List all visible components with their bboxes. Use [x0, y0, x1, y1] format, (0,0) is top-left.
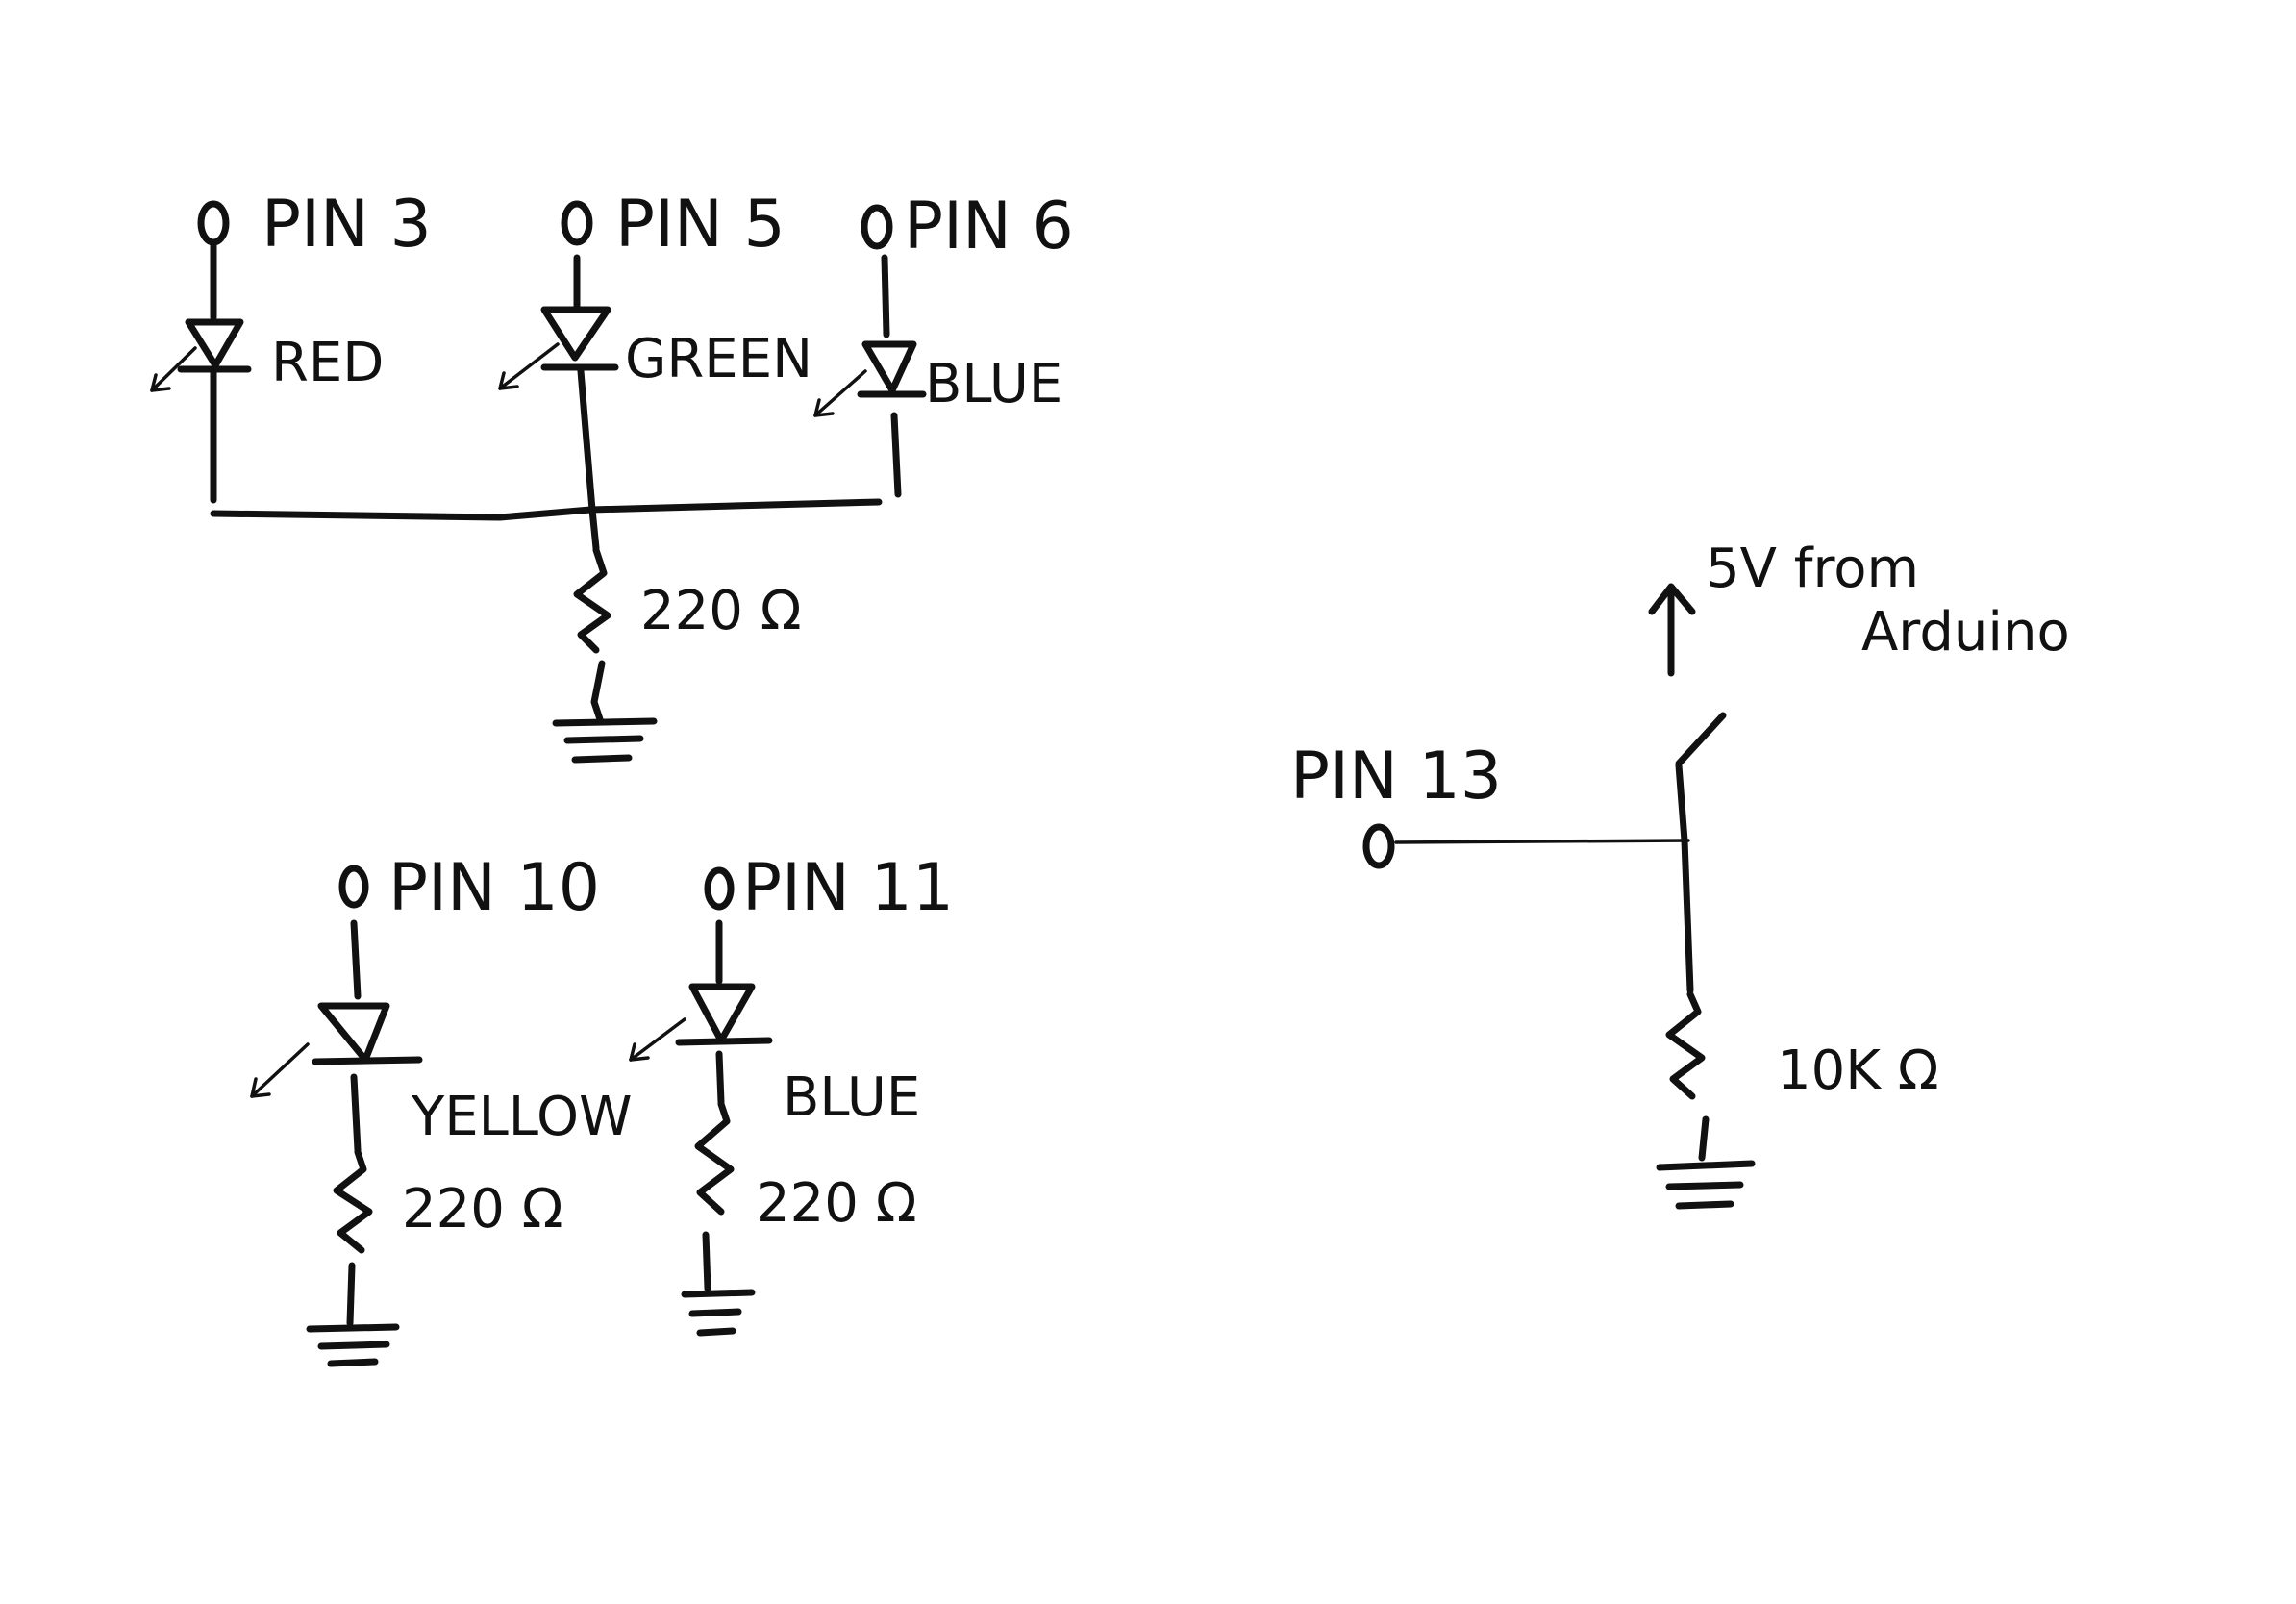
supply-label-line2: Arduino: [1861, 601, 2070, 664]
circuit-b: PIN 10 YELLOW 220 Ω PIN 11: [250, 850, 954, 1367]
green-led: [498, 306, 619, 390]
pin-10-wire: [350, 919, 362, 1000]
ground-symbol-blue: [681, 1289, 756, 1337]
pin-5-branch: PIN 5 GREEN: [498, 187, 812, 514]
shared-resistor-label: 220 Ω: [640, 580, 801, 642]
yellow-resistor-label: 220 Ω: [402, 1178, 562, 1241]
yellow-led: [250, 1002, 423, 1098]
blue-led: [813, 340, 927, 417]
green-led-label: GREEN: [625, 328, 812, 390]
yellow-resistor-wire: [346, 1262, 356, 1327]
supply-label-line1: 5V from: [1706, 538, 1919, 600]
circuit-c: 5V from Arduino PIN 13 10K Ω: [1290, 538, 2070, 1210]
blue-led-2-wire: [715, 1050, 725, 1106]
pulldown-resistor: [1665, 990, 1706, 1100]
ground-symbol-yellow: [306, 1323, 400, 1367]
yellow-led-label: YELLOW: [411, 1086, 632, 1148]
blue-resistor: [694, 1100, 735, 1216]
blue-led-wire: [890, 412, 902, 498]
pin-6-terminal: [861, 204, 893, 250]
blue-led-label: BLUE: [925, 353, 1062, 415]
red-led: [150, 318, 252, 392]
shared-resistor-wire: [590, 660, 606, 723]
blue-led-2-label: BLUE: [783, 1066, 920, 1129]
pulldown-resistor-wire: [1698, 1115, 1710, 1162]
bus-to-resistor-wire: [588, 506, 600, 552]
pin-10-terminal: [338, 865, 369, 909]
pin-6-branch: PIN 6 BLUE: [813, 188, 1074, 498]
ground-symbol-a: [552, 717, 658, 764]
pin-11-branch: PIN 11 BLUE 220 Ω: [629, 850, 954, 1337]
pin-11-terminal: [704, 866, 735, 911]
pin-5-label: PIN 5: [615, 187, 786, 263]
switch-vertical-wire: [1675, 762, 1694, 994]
blue-resistor-label: 220 Ω: [756, 1172, 916, 1235]
pin-13-label: PIN 13: [1290, 739, 1502, 815]
switch-lever: [1675, 712, 1727, 767]
green-led-wire: [577, 367, 596, 514]
pin-10-label: PIN 10: [388, 850, 600, 926]
pin-11-label: PIN 11: [742, 850, 954, 926]
pin-3-branch: PIN 3 RED: [150, 187, 432, 504]
pin-13-terminal: [1362, 823, 1395, 869]
yellow-resistor: [333, 1148, 373, 1254]
pin-3-terminal: [197, 200, 230, 246]
pin-6-wire: [881, 254, 890, 338]
supply-arrow: [1648, 583, 1696, 677]
shared-resistor: [573, 546, 611, 654]
pin-3-label: PIN 3: [262, 187, 432, 263]
red-led-label: RED: [271, 332, 384, 394]
ground-symbol-c: [1656, 1160, 1756, 1210]
pin-6-label: PIN 6: [904, 188, 1074, 264]
pin-10-branch: PIN 10 YELLOW 220 Ω: [250, 850, 632, 1367]
yellow-led-wire: [350, 1073, 362, 1154]
circuit-a: PIN 3 RED PIN 5 GREEN: [150, 187, 1074, 764]
pulldown-resistor-label: 10K Ω: [1777, 1040, 1939, 1102]
pin-5-terminal: [561, 200, 593, 246]
blue-resistor-wire: [702, 1231, 711, 1292]
pin-13-wire: [1394, 839, 1690, 844]
blue-led-2: [629, 983, 773, 1062]
common-bus: [210, 498, 883, 521]
